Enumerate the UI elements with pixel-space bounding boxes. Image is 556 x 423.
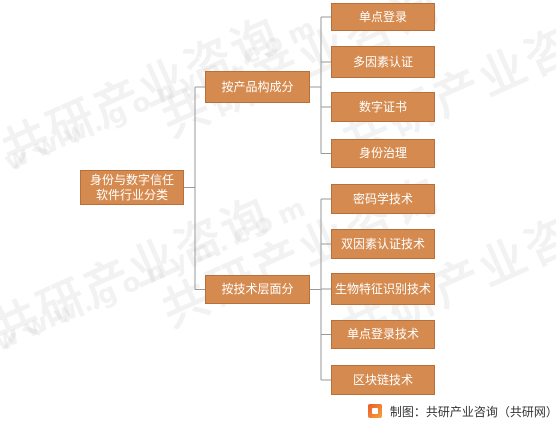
leaf-node-single-sign-on: 单点登录	[331, 3, 435, 31]
source-text: 制图：共研产业咨询（共研网）	[389, 404, 556, 419]
leaf-node-biometrics: 生物特征识别技术	[331, 273, 435, 305]
root-node: 身份与数字信任软件行业分类	[80, 170, 184, 205]
branch-node-technology: 按技术层面分	[205, 275, 310, 304]
branch-node-product: 按产品构成分	[205, 71, 310, 103]
source-footer: 制图：共研产业咨询（共研网）	[368, 403, 556, 419]
leaf-node-sso-technology: 单点登录技术	[331, 320, 435, 349]
leaf-node-blockchain: 区块链技术	[331, 365, 435, 395]
leaf-node-mfa: 多因素认证	[331, 46, 435, 78]
leaf-node-two-factor: 双因素认证技术	[331, 229, 435, 259]
brand-logo-icon	[368, 404, 382, 418]
leaf-node-digital-certificate: 数字证书	[331, 92, 435, 122]
leaf-node-cryptography: 密码学技术	[331, 184, 435, 214]
leaf-node-identity-governance: 身份治理	[331, 139, 435, 168]
